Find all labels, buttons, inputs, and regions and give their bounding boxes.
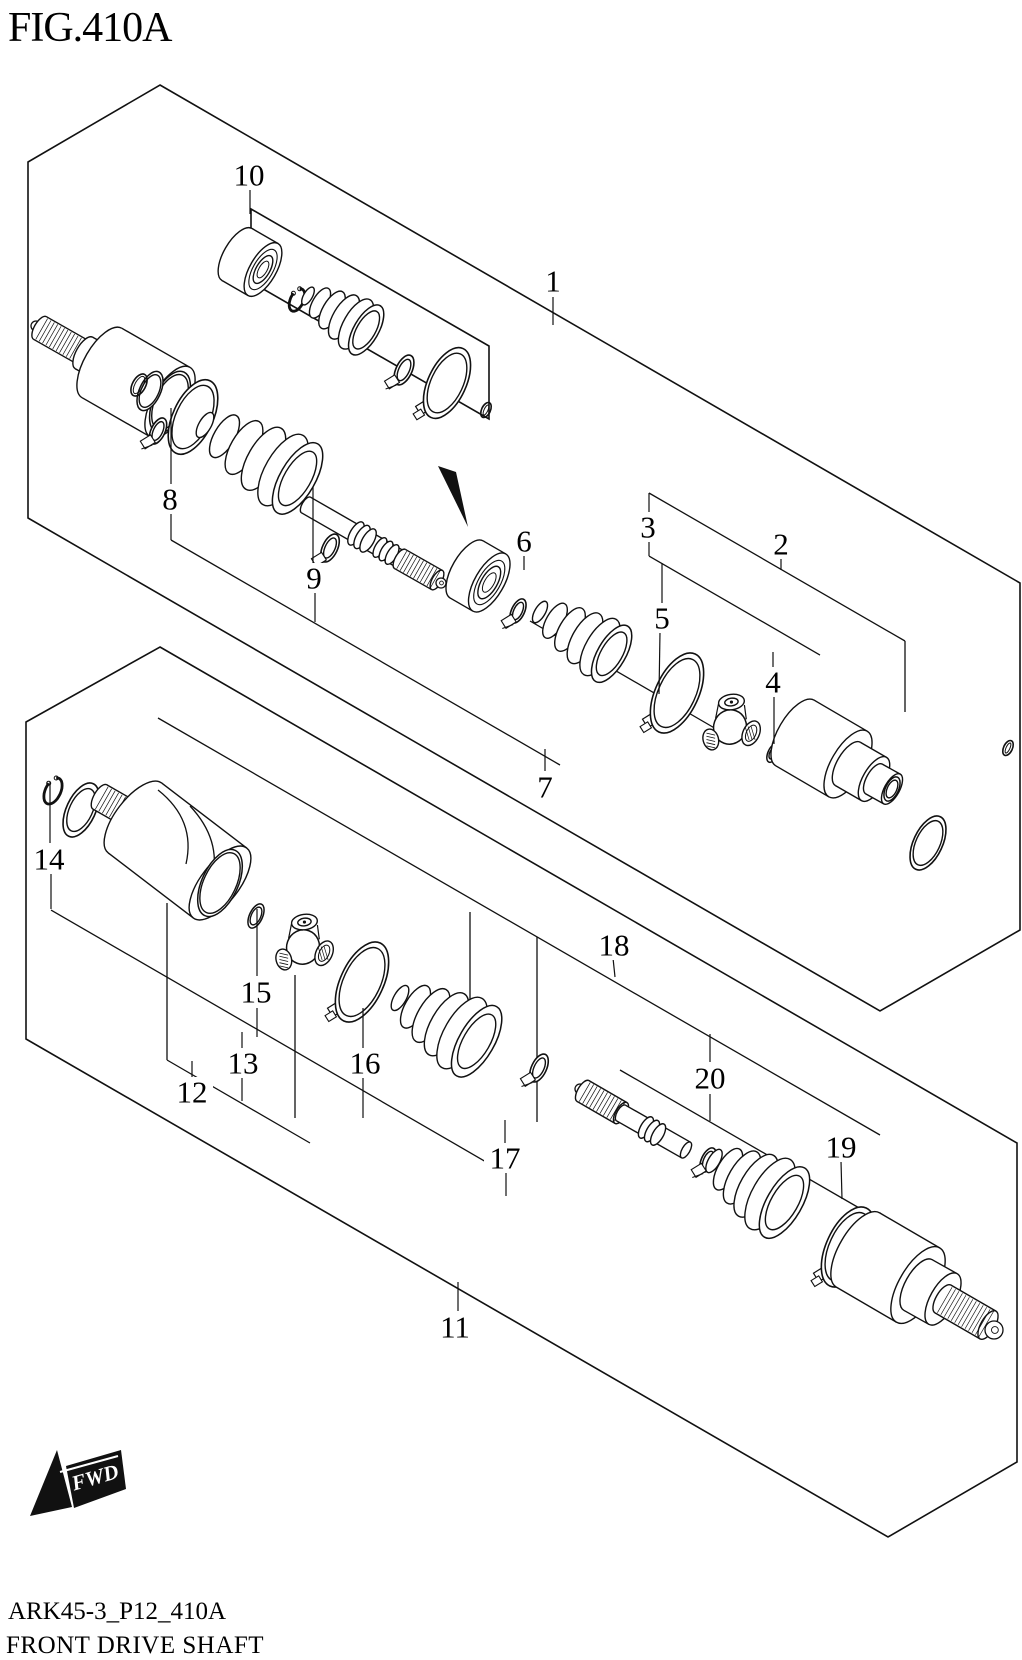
damper-ring xyxy=(347,521,377,553)
part-label-9: 9 xyxy=(301,487,327,622)
part-label-14: 14 xyxy=(28,782,70,909)
part-label-17: 17 xyxy=(484,1120,526,1196)
svg-text:8: 8 xyxy=(162,482,178,517)
part-label-5: 5 xyxy=(649,563,675,695)
part-label-10: 10 xyxy=(228,158,270,214)
housing-window xyxy=(157,789,189,865)
boot-clamp-band xyxy=(324,941,390,1023)
damper-ring xyxy=(637,1116,667,1146)
kit-bearing xyxy=(217,226,283,298)
fwd-arrow-head xyxy=(30,1450,72,1516)
part-label-2: 2 xyxy=(768,527,794,570)
boot-clamp-small xyxy=(500,598,527,630)
part-label-12: 12 xyxy=(171,1061,213,1110)
seal-ring xyxy=(62,782,100,838)
boot-clamp-small xyxy=(519,1053,550,1088)
o-ring xyxy=(1001,739,1015,757)
figure-title: FIG.410A xyxy=(8,5,173,51)
stub-tip xyxy=(984,1320,1004,1340)
svg-text:3: 3 xyxy=(640,510,656,545)
svg-text:14: 14 xyxy=(34,842,66,877)
footer-code: ARK45-3_P12_410A xyxy=(8,1598,227,1625)
svg-text:6: 6 xyxy=(516,524,532,559)
kit-clamp xyxy=(383,354,415,390)
housing-mouth xyxy=(196,848,244,918)
damper-ring xyxy=(372,536,400,566)
svg-text:13: 13 xyxy=(228,1046,259,1081)
fwd-arrow: FWD xyxy=(30,1450,126,1516)
center-bearing xyxy=(445,539,511,613)
parts-layer xyxy=(30,226,1015,1340)
svg-text:20: 20 xyxy=(695,1061,726,1096)
kit-oring xyxy=(479,401,493,419)
part-label-13: 13 xyxy=(222,1032,264,1101)
snap-c-ring xyxy=(42,775,64,806)
fwd-arrow-band xyxy=(66,1450,126,1508)
cv-boot-2 xyxy=(531,600,633,684)
svg-text:1: 1 xyxy=(545,264,561,299)
cv-boot-3 xyxy=(390,984,503,1078)
part-label-6: 6 xyxy=(511,524,537,570)
part-label-7: 7 xyxy=(532,749,558,805)
outer-joint-race xyxy=(130,373,148,397)
svg-text:15: 15 xyxy=(241,975,272,1010)
part-label-16: 16 xyxy=(344,1008,386,1118)
svg-text:12: 12 xyxy=(177,1075,208,1110)
svg-text:4: 4 xyxy=(765,665,781,700)
group-box-1 xyxy=(27,84,1021,1012)
part-label-20: 20 xyxy=(689,1034,731,1121)
pointer-wedge xyxy=(438,466,468,527)
outer-stub-splines xyxy=(932,1284,999,1340)
svg-text:7: 7 xyxy=(537,770,553,805)
boot-clamp-band xyxy=(639,652,705,734)
part-label-19: 19 xyxy=(820,1130,862,1200)
cv-boot-1 xyxy=(195,411,324,515)
svg-text:18: 18 xyxy=(599,928,630,963)
boot-clamp-small xyxy=(139,417,168,450)
part-label-1: 1 xyxy=(540,264,566,325)
svg-text:9: 9 xyxy=(306,561,322,596)
cv-boot-4 xyxy=(705,1147,811,1240)
svg-text:5: 5 xyxy=(654,601,670,636)
part-label-15: 15 xyxy=(235,909,277,1037)
inner-joint-mouth xyxy=(883,776,901,802)
svg-text:2: 2 xyxy=(773,527,789,562)
footer-name: FRONT DRIVE SHAFT xyxy=(6,1632,265,1659)
part-label-8: 8 xyxy=(157,408,183,540)
kit-boot xyxy=(301,286,385,356)
svg-text:11: 11 xyxy=(440,1310,470,1345)
group-box-2 xyxy=(25,646,1018,1538)
part-label-18: 18 xyxy=(593,928,635,978)
svg-text:16: 16 xyxy=(350,1046,381,1081)
shaft-tip xyxy=(435,577,447,589)
svg-text:10: 10 xyxy=(234,158,265,193)
seal-ring xyxy=(909,815,947,871)
svg-text:19: 19 xyxy=(826,1130,857,1165)
snap-ring xyxy=(247,903,265,929)
part-label-3: 3 xyxy=(635,493,661,556)
kit-band xyxy=(412,346,472,421)
svg-text:17: 17 xyxy=(490,1141,521,1176)
part-label-4: 4 xyxy=(760,652,786,744)
tripod-joint xyxy=(702,693,762,751)
part-label-11: 11 xyxy=(434,1282,476,1345)
tripod-joint xyxy=(275,913,335,971)
